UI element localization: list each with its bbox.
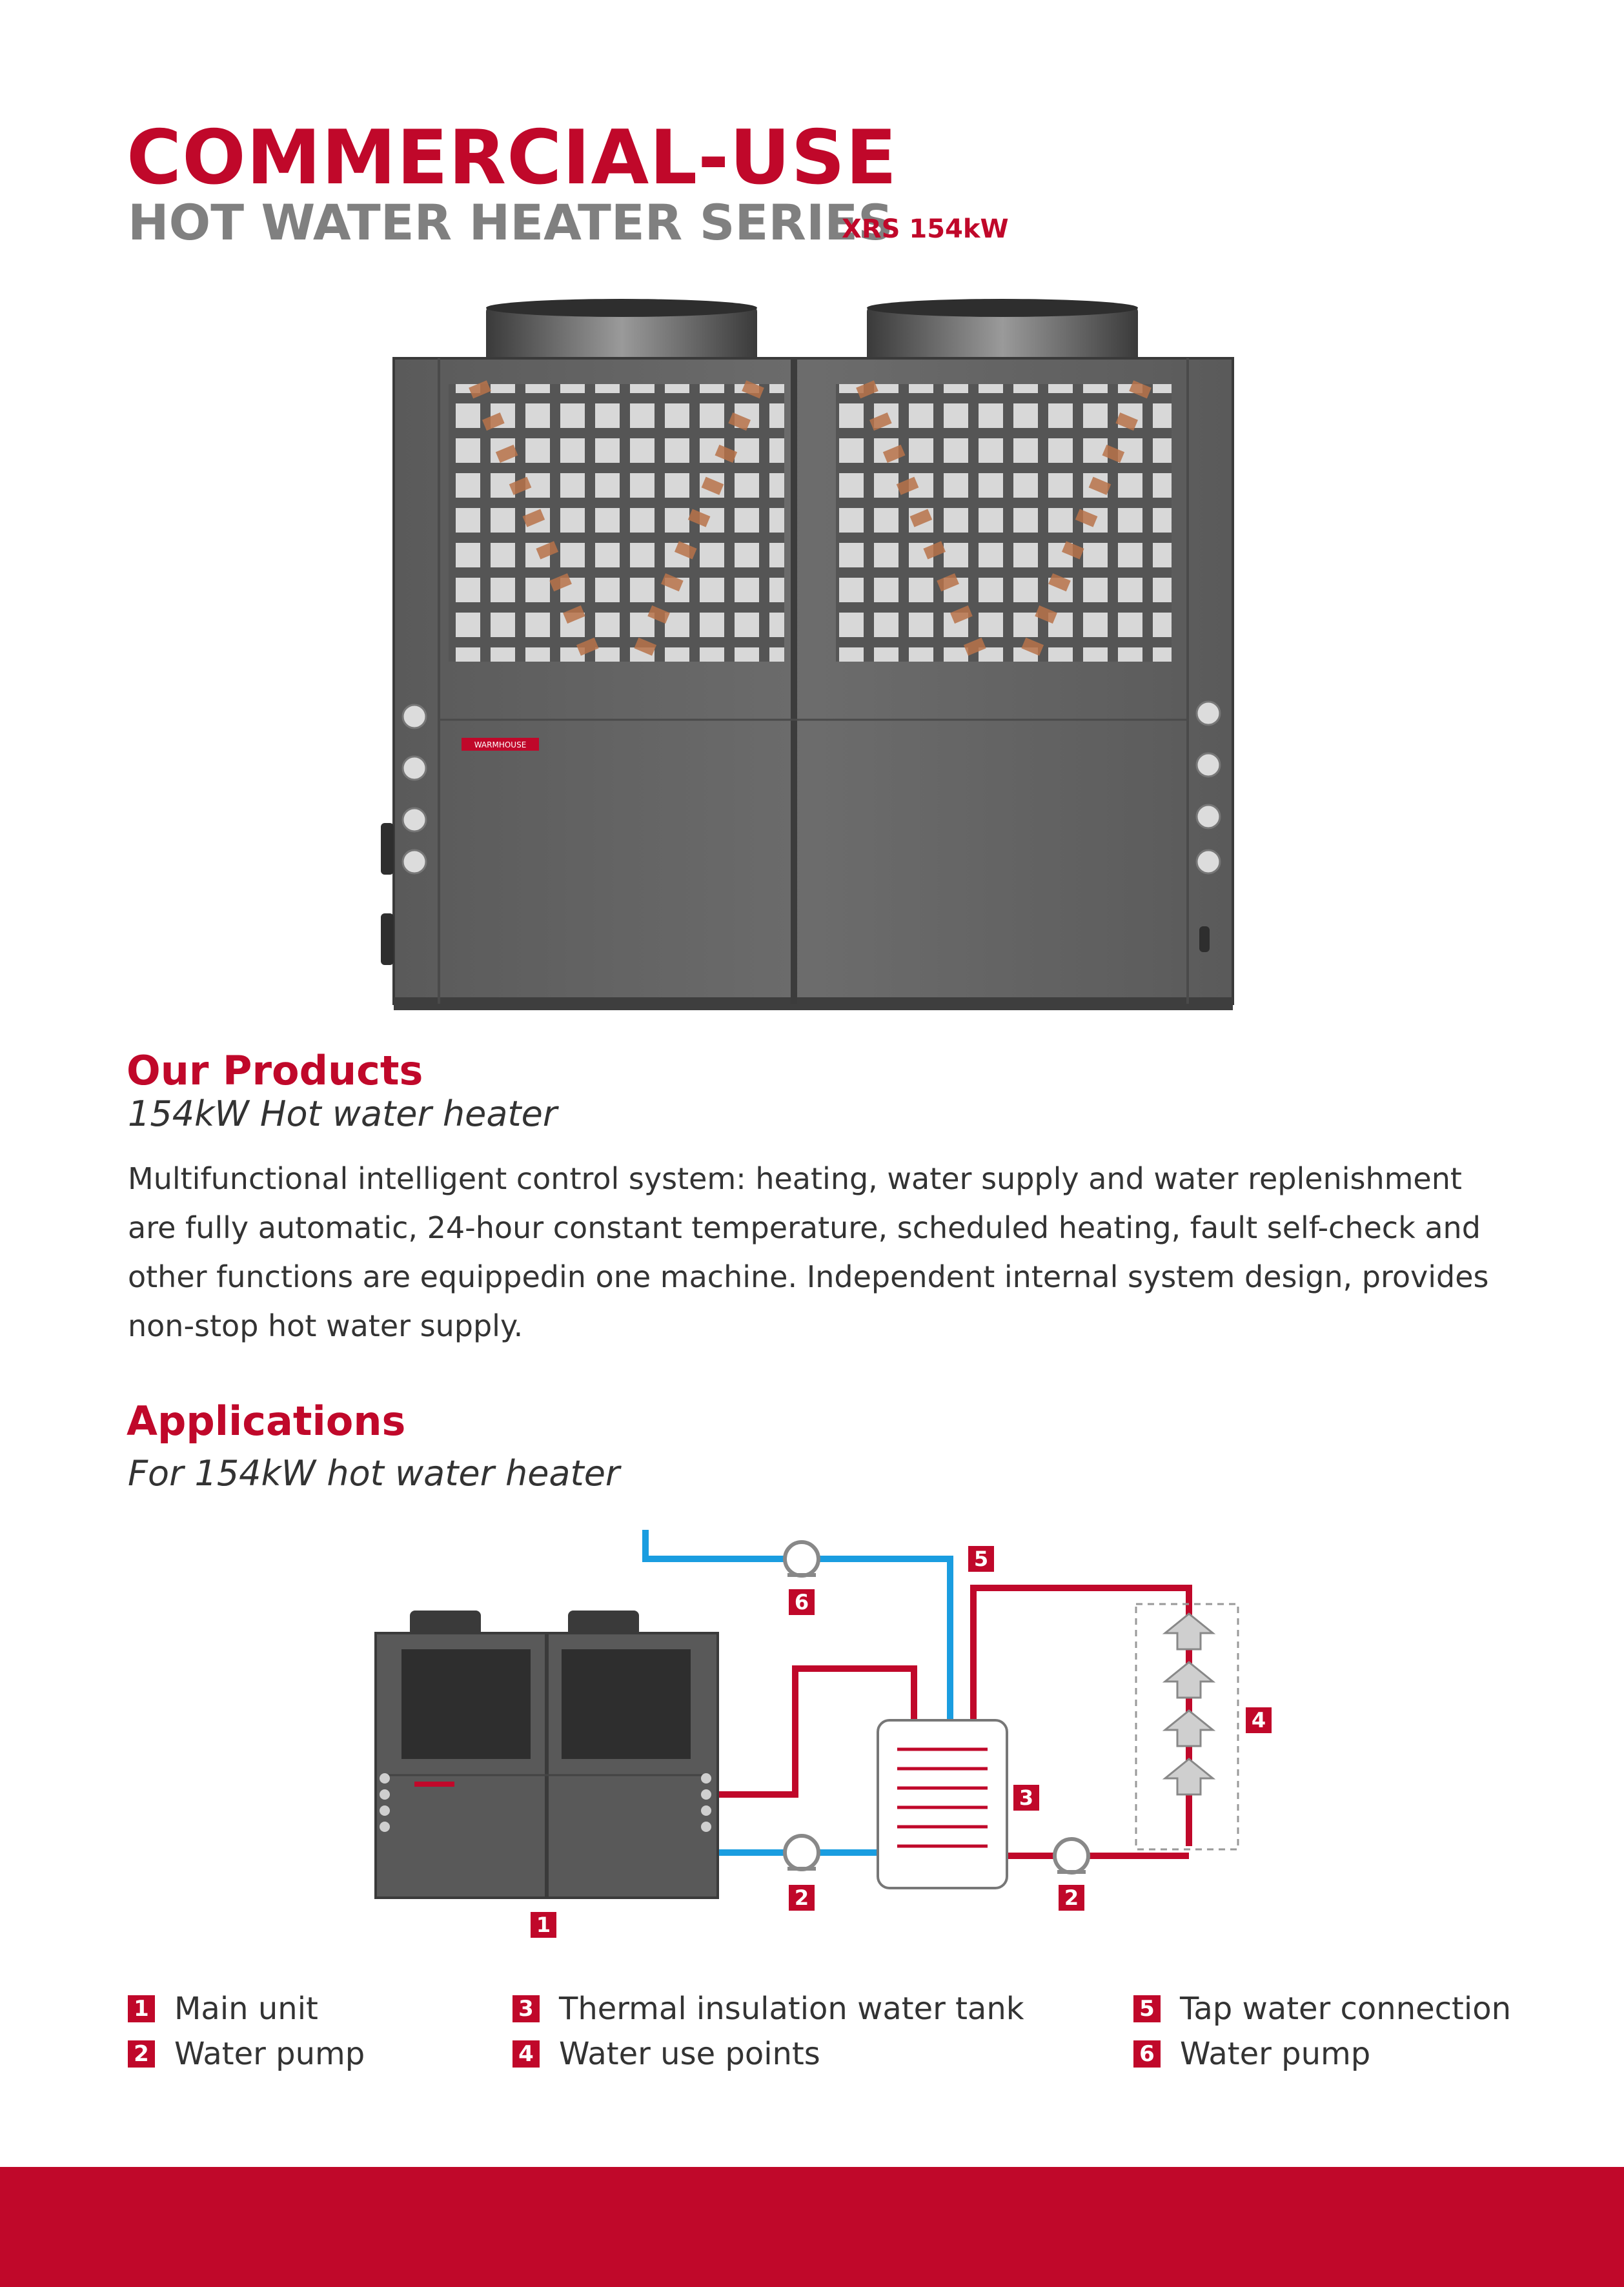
brand-plate [462, 738, 539, 751]
model-label: XRS 154kW [842, 214, 1009, 244]
legend-label: Water use points [559, 2036, 820, 2072]
products-subheading: 154kW Hot water heater [128, 1093, 558, 1134]
legend-label: Thermal insulation water tank [559, 1991, 1024, 2027]
legend-badge: 3 [513, 1995, 540, 2022]
coil-grille-left [449, 380, 784, 666]
fan-housing-right [867, 299, 1138, 370]
legend-badge: 2 [128, 2040, 155, 2068]
applications-heading: Applications [127, 1398, 406, 1445]
svg-text:3: 3 [1019, 1785, 1033, 1810]
marker-pump-left: 2 [789, 1885, 815, 1911]
legend-item: 6 Water pump [1133, 2035, 1370, 2073]
applications-subheading: For 154kW hot water heater [128, 1453, 620, 1494]
svg-text:2: 2 [1064, 1886, 1079, 1910]
marker-tap: 5 [968, 1546, 994, 1572]
page-subtitle: HOT WATER HEATER SERIES [128, 194, 893, 251]
water-use-points-icon [1135, 1603, 1239, 1851]
page-title: COMMERCIAL-USE [127, 114, 898, 201]
pump-icon-left [783, 1834, 820, 1871]
brand-label: WARMHOUSE [474, 740, 527, 749]
svg-text:1: 1 [536, 1913, 551, 1937]
svg-text:6: 6 [795, 1590, 809, 1614]
pipe-connector-icons [381, 823, 1210, 965]
system-diagram: 1 2 2 3 4 5 6 [374, 1530, 1272, 1938]
footer-bar [0, 2167, 1624, 2287]
water-tank-icon [877, 1719, 1008, 1889]
coil-grille-right [836, 380, 1172, 666]
main-unit-icon [374, 1611, 719, 1899]
legend-label: Tap water connection [1180, 1991, 1511, 2027]
legend-badge: 6 [1133, 2040, 1161, 2068]
svg-text:5: 5 [974, 1547, 988, 1571]
marker-use-points: 4 [1246, 1707, 1272, 1733]
legend-item: 5 Tap water connection [1133, 1989, 1511, 2028]
svg-text:2: 2 [795, 1886, 809, 1910]
legend-label: Water pump [174, 2036, 365, 2072]
legend-label: Water pump [1180, 2036, 1371, 2072]
pump-icon-top [783, 1540, 820, 1578]
legend-item: 4 Water use points [513, 2035, 820, 2073]
marker-tank: 3 [1013, 1785, 1039, 1811]
legend-badge: 4 [513, 2040, 540, 2068]
svg-text:4: 4 [1252, 1708, 1266, 1733]
gauge-icons [401, 700, 1221, 875]
legend-label: Main unit [174, 1991, 318, 2027]
products-description: Multifunctional intelligent control syst… [128, 1161, 1489, 1343]
marker-pump-right: 2 [1059, 1885, 1084, 1911]
legend-item: 2 Water pump [128, 2035, 365, 2073]
marker-main-unit: 1 [531, 1912, 556, 1938]
fan-housing-left [486, 299, 757, 370]
pump-icon-right [1053, 1837, 1090, 1875]
heat-pump-unit-illustration: WARMHOUSE [381, 299, 1234, 1010]
marker-pump-top: 6 [789, 1589, 815, 1615]
legend-item: 1 Main unit [128, 1989, 318, 2028]
legend-badge: 5 [1133, 1995, 1161, 2022]
products-heading: Our Products [127, 1047, 423, 1094]
legend-badge: 1 [128, 1995, 155, 2022]
legend-item: 3 Thermal insulation water tank [513, 1989, 1024, 2028]
